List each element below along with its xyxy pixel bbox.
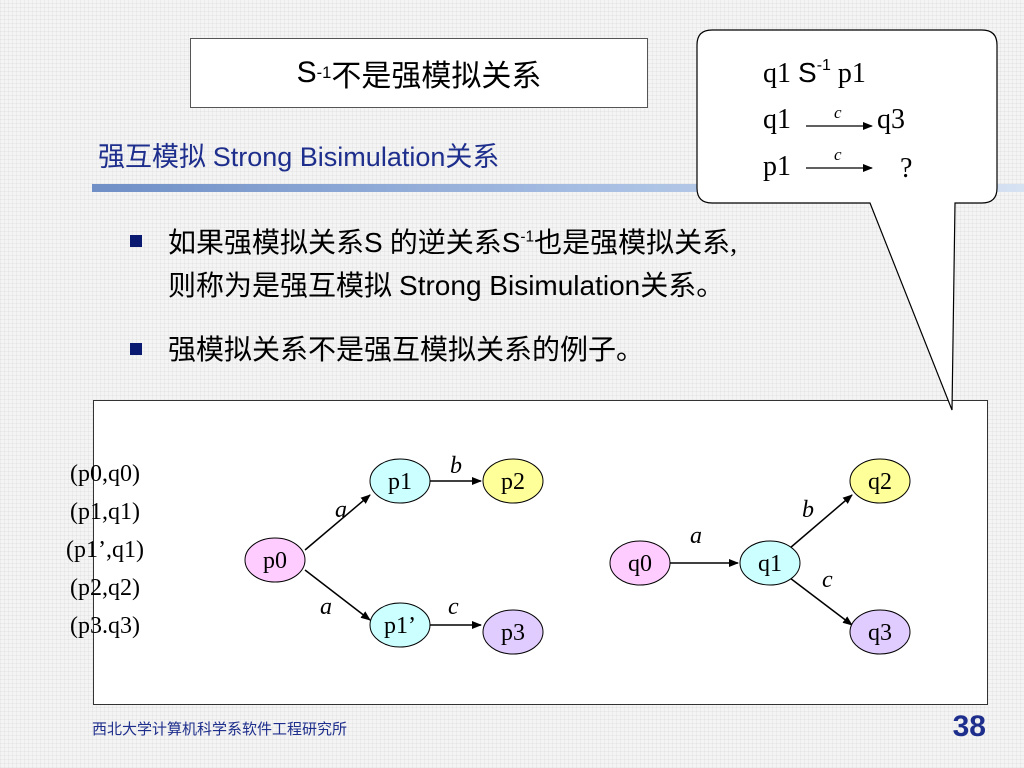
page-number: 38 — [952, 710, 986, 743]
node-q3 — [849, 609, 911, 655]
node-p1p-label: p1’ — [384, 613, 416, 639]
subtitle-cn: 强互模拟 — [98, 142, 213, 172]
callout-line3-b: ? — [900, 153, 912, 184]
bullet-2-text: 强模拟关系不是强互模拟关系的例子。 — [168, 335, 645, 366]
subtitle-en: Strong Bisimulation — [212, 142, 446, 172]
bullet-1-part: S — [501, 227, 521, 258]
bullet-1-part: 的逆关系 — [382, 228, 502, 259]
node-q0-label: q0 — [628, 551, 652, 577]
pair-item: (p3.q3) — [70, 613, 140, 639]
edge-q1-q3 — [789, 577, 853, 626]
callout-line1-c: p1 — [831, 58, 866, 89]
bullet-square-icon — [130, 235, 142, 247]
bullet-1: 如果强模拟关系S 的逆关系S-1也是强模拟关系, 则称为是强互模拟 Strong… — [130, 222, 990, 308]
bullet-1-part: 也是强模拟关系, — [534, 228, 738, 259]
node-p2-label: p2 — [501, 469, 525, 495]
callout-line2-a: q1 — [763, 104, 791, 135]
edge-label-q0-q1: a — [690, 523, 702, 549]
bullet-1-part: Strong Bisimulation — [399, 270, 641, 301]
callout-line1-b: S — [798, 57, 817, 88]
edge-p0-p1p — [304, 569, 371, 621]
callout-line1-a: q1 — [763, 58, 798, 89]
bullet-1-sup: -1 — [520, 228, 535, 246]
bullet-2: 强模拟关系不是强互模拟关系的例子。 — [130, 330, 990, 372]
callout-arrow-2-label: c — [834, 145, 842, 164]
node-p3-label: p3 — [501, 620, 525, 646]
relation-pairs: (p0,q0) (p1,q1) (p1’,q1) (p2,q2) (p3.q3) — [0, 455, 210, 645]
bullet-1-part: 如果强模拟关系 — [168, 228, 365, 259]
callout-bubble — [696, 29, 998, 411]
node-q1-label: q1 — [758, 551, 782, 577]
edge-label-p1p-p3: c — [448, 594, 459, 620]
callout-line3-a: p1 — [763, 151, 791, 182]
edge-label-p0-p1p: a — [320, 594, 332, 620]
edge-label-p1-p2: b — [450, 453, 462, 479]
callout-line2-b: q3 — [877, 104, 905, 135]
subtitle-cn2: 关系 — [445, 142, 500, 172]
edge-label-p0-p1: a — [335, 497, 347, 523]
bullet-1-part: S — [364, 227, 383, 258]
node-q0 — [609, 540, 671, 586]
node-q2 — [849, 458, 911, 504]
node-p3 — [482, 609, 544, 655]
pair-item: (p1,q1) — [70, 499, 140, 525]
callout-arrow-1-label: c — [834, 103, 842, 122]
edge-label-q1-q2: b — [802, 497, 814, 523]
bullet-1-part: 则称为是强互模拟 — [168, 271, 400, 302]
diagram-box — [93, 400, 988, 705]
node-p2 — [482, 458, 544, 504]
node-p0-label: p0 — [263, 548, 287, 574]
node-q3-label: q3 — [868, 620, 892, 646]
node-p1p — [369, 602, 431, 648]
bullet-1-part: 关系。 — [640, 271, 725, 302]
pair-item: (p0,q0) — [70, 461, 140, 487]
pair-item: (p1’,q1) — [66, 537, 144, 563]
node-p1 — [369, 458, 431, 504]
bullet-square-icon — [130, 343, 142, 355]
node-p1-label: p1 — [388, 469, 412, 495]
edge-p0-p1 — [304, 494, 371, 551]
callout-line1-sup: -1 — [817, 57, 831, 74]
bullet-1-text: 如果强模拟关系S 的逆关系S-1也是强模拟关系, 则称为是强互模拟 Strong… — [168, 222, 990, 308]
pair-item: (p2,q2) — [70, 575, 140, 601]
edge-label-q1-q3: c — [822, 567, 833, 593]
title-suffix: 不是强模拟关系 — [331, 60, 542, 93]
subtitle: 强互模拟 Strong Bisimulation关系 — [98, 135, 499, 174]
edge-q1-q2 — [789, 494, 853, 549]
callout-line1: q1 S-1 p1 — [763, 57, 866, 89]
footer-institution: 西北大学计算机科学系软件工程研究所 — [92, 722, 348, 738]
title-rule — [92, 184, 1024, 192]
node-q2-label: q2 — [868, 469, 892, 495]
title-prefix: S — [296, 56, 317, 89]
node-p0 — [244, 537, 306, 583]
node-q1 — [739, 540, 801, 586]
